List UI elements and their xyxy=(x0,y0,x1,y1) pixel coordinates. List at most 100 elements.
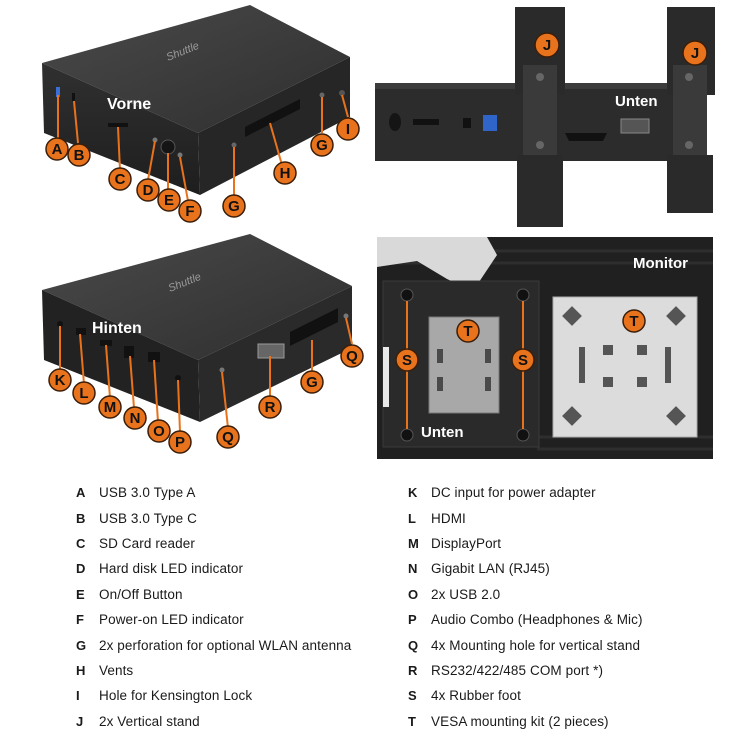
device-right-face xyxy=(198,57,350,195)
audio-combo-jack xyxy=(175,375,181,381)
legend-text: 2x USB 2.0 xyxy=(431,586,501,602)
rubber-foot-tr xyxy=(516,288,530,302)
legend-text: SD Card reader xyxy=(99,535,195,551)
legend-text: 4x Mounting hole for vertical stand xyxy=(431,637,641,653)
callout-s-right: S xyxy=(511,348,535,372)
wlan-perforation-front xyxy=(231,142,237,148)
side-view-panel: Unten J J xyxy=(375,5,735,230)
callout-q-side: Q xyxy=(340,344,364,368)
leader-lines xyxy=(57,94,349,202)
legend-key: J xyxy=(76,713,84,729)
device-front-face xyxy=(42,63,200,195)
wlan-perforation-side xyxy=(319,92,325,98)
callout-n: N xyxy=(123,406,147,430)
legend-key: I xyxy=(76,688,80,704)
power-button-side xyxy=(389,113,401,131)
legend-key: G xyxy=(76,637,87,653)
svg-text:S: S xyxy=(518,352,528,369)
legend-text: Audio Combo (Headphones & Mic) xyxy=(431,612,643,628)
front-view-panel: Shuttle Vorne A B C D E F G H G I xyxy=(20,5,370,225)
svg-text:Q: Q xyxy=(222,429,234,446)
svg-text:B: B xyxy=(74,147,85,164)
callout-k: K xyxy=(48,368,72,392)
com-port-side xyxy=(620,118,650,134)
svg-text:L: L xyxy=(79,385,88,402)
legend-row: Q 4x Mounting hole for vertical stand xyxy=(408,632,728,657)
device-back-face xyxy=(42,290,200,422)
bottom-label: Unten xyxy=(421,424,464,441)
front-vents xyxy=(245,99,300,137)
legend-text: Gigabit LAN (RJ45) xyxy=(431,561,550,577)
mounting-hole-front xyxy=(219,367,225,373)
front-label: Vorne xyxy=(107,96,151,113)
legend-text: 4x Rubber foot xyxy=(431,688,521,704)
callout-g-back: G xyxy=(300,370,324,394)
callout-c: C xyxy=(108,167,132,191)
svg-text:R: R xyxy=(265,399,276,416)
com-port xyxy=(257,343,285,359)
svg-text:G: G xyxy=(316,137,328,154)
legend-text: HDMI xyxy=(431,510,466,526)
power-led xyxy=(177,152,183,158)
side-view-illustration: Unten J J xyxy=(375,7,715,227)
svg-text:K: K xyxy=(55,372,66,389)
usb-a-side xyxy=(483,115,497,131)
legend-key: P xyxy=(408,612,417,628)
legend-text: Hole for Kensington Lock xyxy=(99,688,253,704)
legend-key: B xyxy=(76,510,86,526)
callout-h: H xyxy=(273,161,297,185)
rubber-foot-tl xyxy=(400,288,414,302)
legend-row: P Audio Combo (Headphones & Mic) xyxy=(408,607,728,632)
usb-a-port xyxy=(56,87,60,97)
usb-c-port xyxy=(72,93,75,101)
monitor-label: Monitor xyxy=(633,255,688,272)
svg-text:G: G xyxy=(228,198,240,215)
back-view-illustration: Shuttle Hinten K L M N O P Q R G Q xyxy=(42,234,364,454)
legend-text: DisplayPort xyxy=(431,535,502,551)
callout-a: A xyxy=(45,137,69,161)
back-view-panel: Shuttle Hinten K L M N O P Q R G Q xyxy=(20,232,370,460)
legend-text: Vents xyxy=(99,662,134,678)
device-top-face xyxy=(42,5,350,133)
sd-slot-side xyxy=(413,119,439,125)
legend-key: Q xyxy=(408,637,419,653)
legend-key: O xyxy=(408,586,419,602)
svg-text:O: O xyxy=(153,423,165,440)
legend-row: K DC input for power adapter xyxy=(408,480,728,505)
callout-p: P xyxy=(168,430,192,454)
svg-text:M: M xyxy=(104,399,117,416)
svg-text:N: N xyxy=(130,410,141,427)
legend-text: Power-on LED indicator xyxy=(99,612,244,628)
leader-lines-back xyxy=(59,317,353,433)
power-button xyxy=(160,139,176,155)
svg-text:F: F xyxy=(185,203,194,220)
svg-text:Q: Q xyxy=(346,348,358,365)
callout-j-left: J xyxy=(534,32,560,58)
legend-text: USB 3.0 Type C xyxy=(99,510,197,526)
hdd-led xyxy=(152,137,158,143)
displayport-port xyxy=(100,340,112,346)
svg-text:J: J xyxy=(691,45,699,62)
legend-row: H Vents xyxy=(76,658,396,683)
svg-text:H: H xyxy=(280,165,291,182)
svg-text:P: P xyxy=(175,434,185,451)
legend-text: VESA mounting kit (2 pieces) xyxy=(431,713,609,729)
legend-text: DC input for power adapter xyxy=(431,485,596,501)
legend-key: H xyxy=(76,662,86,678)
callout-l: L xyxy=(72,381,96,405)
glove-illustration xyxy=(377,237,497,291)
vesa-mount-panel: Monitor Unten S S T T xyxy=(377,237,713,459)
legend-key: K xyxy=(408,485,418,501)
callout-t-device: T xyxy=(456,319,480,343)
back-label: Hinten xyxy=(92,320,142,337)
callout-o: O xyxy=(147,419,171,443)
callout-t-monitor: T xyxy=(622,309,646,333)
